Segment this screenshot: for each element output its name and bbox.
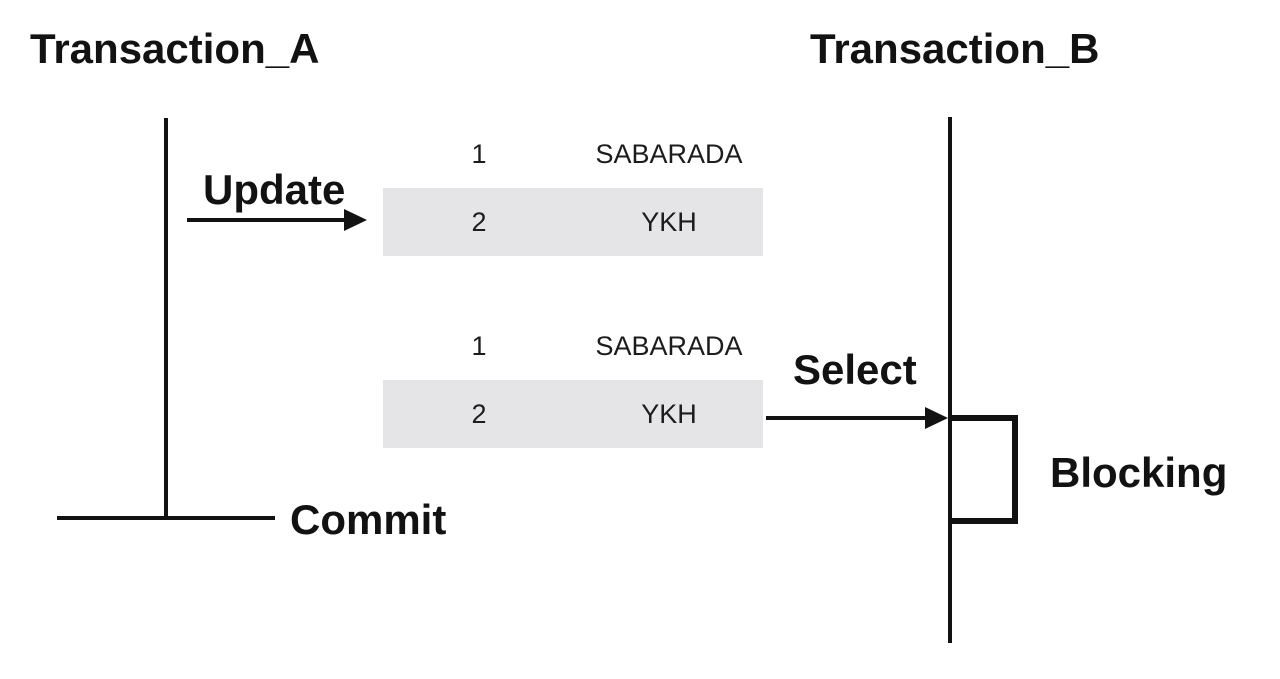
arrowhead-right-icon <box>925 407 948 429</box>
table-snapshot-after-update: 1 SABARADA 2 YKH <box>383 120 763 256</box>
blocking-label: Blocking <box>1050 449 1228 496</box>
commit-line <box>57 516 275 520</box>
row-id-cell: 2 <box>471 398 487 429</box>
row-value-cell: SABARADA <box>595 330 743 361</box>
table-row-highlighted: 2 YKH <box>383 188 763 256</box>
transaction-b-lifeline <box>948 117 952 643</box>
table-row-highlighted: 2 YKH <box>383 380 763 448</box>
row-id-cell: 2 <box>471 206 487 237</box>
row-value-cell: SABARADA <box>595 138 743 169</box>
select-arrow <box>766 407 948 429</box>
select-label: Select <box>793 346 917 393</box>
blocking-bracket <box>952 415 1018 524</box>
arrowhead-right-icon <box>344 209 367 231</box>
table-row: 1 SABARADA <box>383 312 763 380</box>
transaction-a-title: Transaction_A <box>30 25 320 72</box>
row-id-cell: 1 <box>471 330 487 361</box>
row-id-cell: 1 <box>471 138 487 169</box>
row-value-cell: YKH <box>641 398 697 429</box>
update-arrow <box>187 209 367 231</box>
table-snapshot-select-target: 1 SABARADA 2 YKH <box>383 312 763 448</box>
transaction-a-lifeline <box>164 118 168 520</box>
transaction-b-title: Transaction_B <box>810 25 1100 72</box>
commit-label: Commit <box>290 496 447 543</box>
row-value-cell: YKH <box>641 206 697 237</box>
update-label: Update <box>203 166 346 213</box>
table-row: 1 SABARADA <box>383 120 763 188</box>
